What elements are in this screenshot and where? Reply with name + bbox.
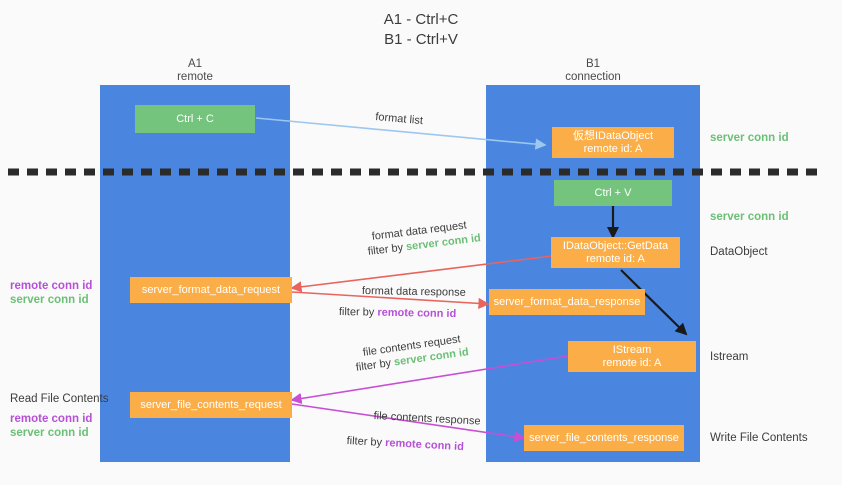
edge-label-format-data-response: format data response [361, 284, 466, 299]
node-idataobject-getdata[interactable]: IDataObject::GetData remote id: A [551, 237, 680, 268]
page-title: A1 - Ctrl+C B1 - Ctrl+V [383, 11, 459, 48]
edge-label-file-contents-response: file contents response [373, 409, 481, 428]
filter-prefix: filter by [346, 434, 386, 449]
filter-prefix: filter by [338, 305, 378, 319]
right-label-server-conn-id-second: server conn id [710, 211, 789, 223]
left-label-remote-conn-id-mid: remote conn id [10, 280, 93, 292]
edge-label-file-contents-response-filter: filter by remote conn id [346, 434, 464, 454]
filter-key-remote-conn-id: remote conn id [377, 306, 457, 321]
right-label-dataobject: DataObject [710, 246, 768, 258]
right-label-server-conn-id-top: server conn id [710, 132, 789, 144]
left-label-read-file-contents: Read File Contents [10, 393, 109, 405]
node-server-file-contents-request[interactable]: server_file_contents_request [130, 392, 292, 418]
right-label-write-file-contents: Write File Contents [710, 432, 808, 444]
filter-prefix: filter by [355, 356, 395, 374]
node-server-format-data-request[interactable]: server_format_data_request [130, 277, 292, 303]
node-ctrl-c[interactable]: Ctrl + C [135, 105, 255, 133]
left-label-server-conn-id-mid: server conn id [10, 294, 89, 306]
right-label-istream: Istream [710, 351, 749, 363]
node-ctrl-v[interactable]: Ctrl + V [554, 180, 672, 206]
node-server-format-data-response[interactable]: server_format_data_response [489, 289, 645, 315]
left-label-server-conn-id-low: server conn id [10, 427, 89, 439]
node-virtual-idataobject[interactable]: 仮想IDataObject remote id: A [552, 127, 674, 158]
left-label-remote-conn-id-low: remote conn id [10, 413, 93, 425]
node-istream[interactable]: IStream remote id: A [568, 341, 696, 372]
edge-label-format-data-response-filter: filter by remote conn id [339, 305, 457, 321]
filter-key-remote-conn-id: remote conn id [384, 437, 465, 454]
node-server-file-contents-response[interactable]: server_file_contents_response [524, 425, 684, 451]
column-caption-b1: B1 connection [565, 58, 621, 83]
column-caption-a1: A1 remote [177, 58, 213, 83]
filter-prefix: filter by [367, 241, 407, 258]
edge-label-format-list: format list [374, 110, 424, 128]
